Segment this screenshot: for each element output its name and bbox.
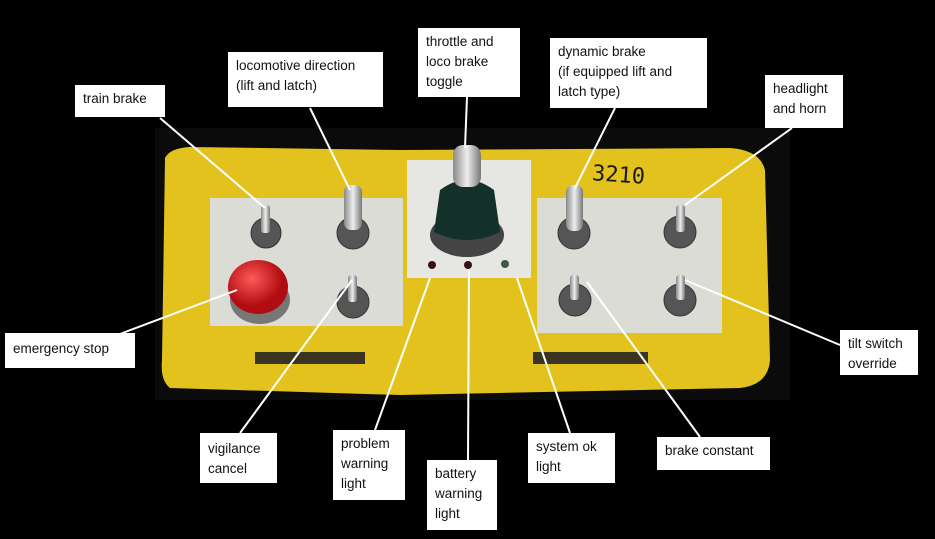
label-battery-warning: battery warning light xyxy=(427,460,497,530)
joystick-boot xyxy=(434,180,500,240)
toggle-levers xyxy=(261,185,685,302)
label-tilt-switch: tilt switch override xyxy=(840,330,918,375)
label-vigilance-cancel: vigilance cancel xyxy=(200,433,277,483)
label-dynamic-brake: dynamic brake (if equipped lift and latc… xyxy=(550,38,707,108)
indicator-lights xyxy=(428,260,509,269)
left-slot xyxy=(255,352,365,364)
label-locomotive-direction: locomotive direction (lift and latch) xyxy=(228,52,383,107)
label-emergency-stop: emergency stop xyxy=(5,333,135,368)
label-brake-constant: brake constant xyxy=(657,437,770,470)
right-slot xyxy=(533,352,648,364)
label-headlight-horn: headlight and horn xyxy=(765,75,843,128)
label-system-ok: system ok light xyxy=(528,433,615,483)
label-train-brake: train brake xyxy=(75,85,165,117)
leader-lines xyxy=(119,96,841,461)
joystick-knob xyxy=(453,145,481,187)
label-problem-warning: problem warning light xyxy=(333,430,405,500)
emergency-stop-button xyxy=(228,260,288,314)
label-throttle: throttle and loco brake toggle xyxy=(418,28,520,97)
panel-number: 3210 xyxy=(591,161,646,190)
